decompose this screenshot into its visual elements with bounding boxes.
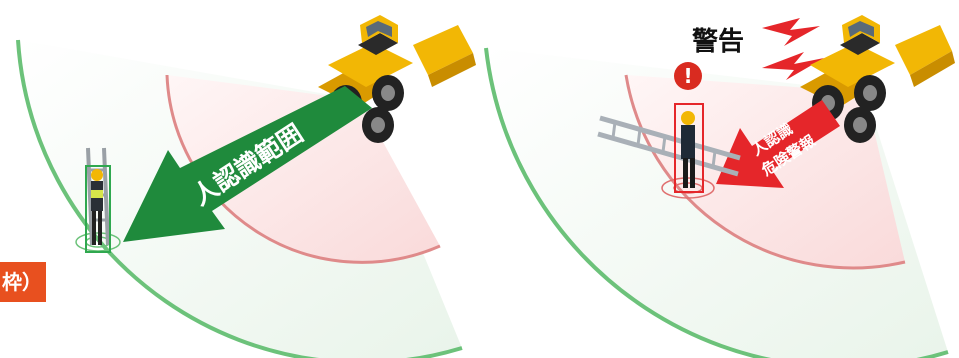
- left-danger-arc: [165, 74, 441, 264]
- worker-right: [597, 103, 741, 199]
- alert-glyph: !: [683, 64, 692, 88]
- right-danger-arc: [624, 74, 906, 270]
- worker-left: [75, 147, 121, 253]
- caption-badge: 枠）: [0, 262, 46, 302]
- left-panel: 人認識範囲 枠）: [0, 15, 476, 358]
- ladder-right: [597, 115, 741, 177]
- green-detection-arrow: [123, 86, 372, 242]
- right-panel: 警告 人認識 危険警報: [484, 15, 955, 358]
- left-detection-box: [85, 165, 111, 253]
- bulldozer-right: [800, 15, 955, 143]
- left-outer-arc: [16, 39, 463, 358]
- alert-icon: !: [674, 62, 702, 90]
- warning-bolt-icon: [762, 18, 824, 80]
- warning-label: 警告: [692, 26, 744, 57]
- right-outer-arc: [484, 47, 949, 358]
- red-alert-arrow: [716, 100, 840, 188]
- caption-fragment: 枠）: [2, 270, 42, 294]
- right-detection-box: [674, 103, 704, 193]
